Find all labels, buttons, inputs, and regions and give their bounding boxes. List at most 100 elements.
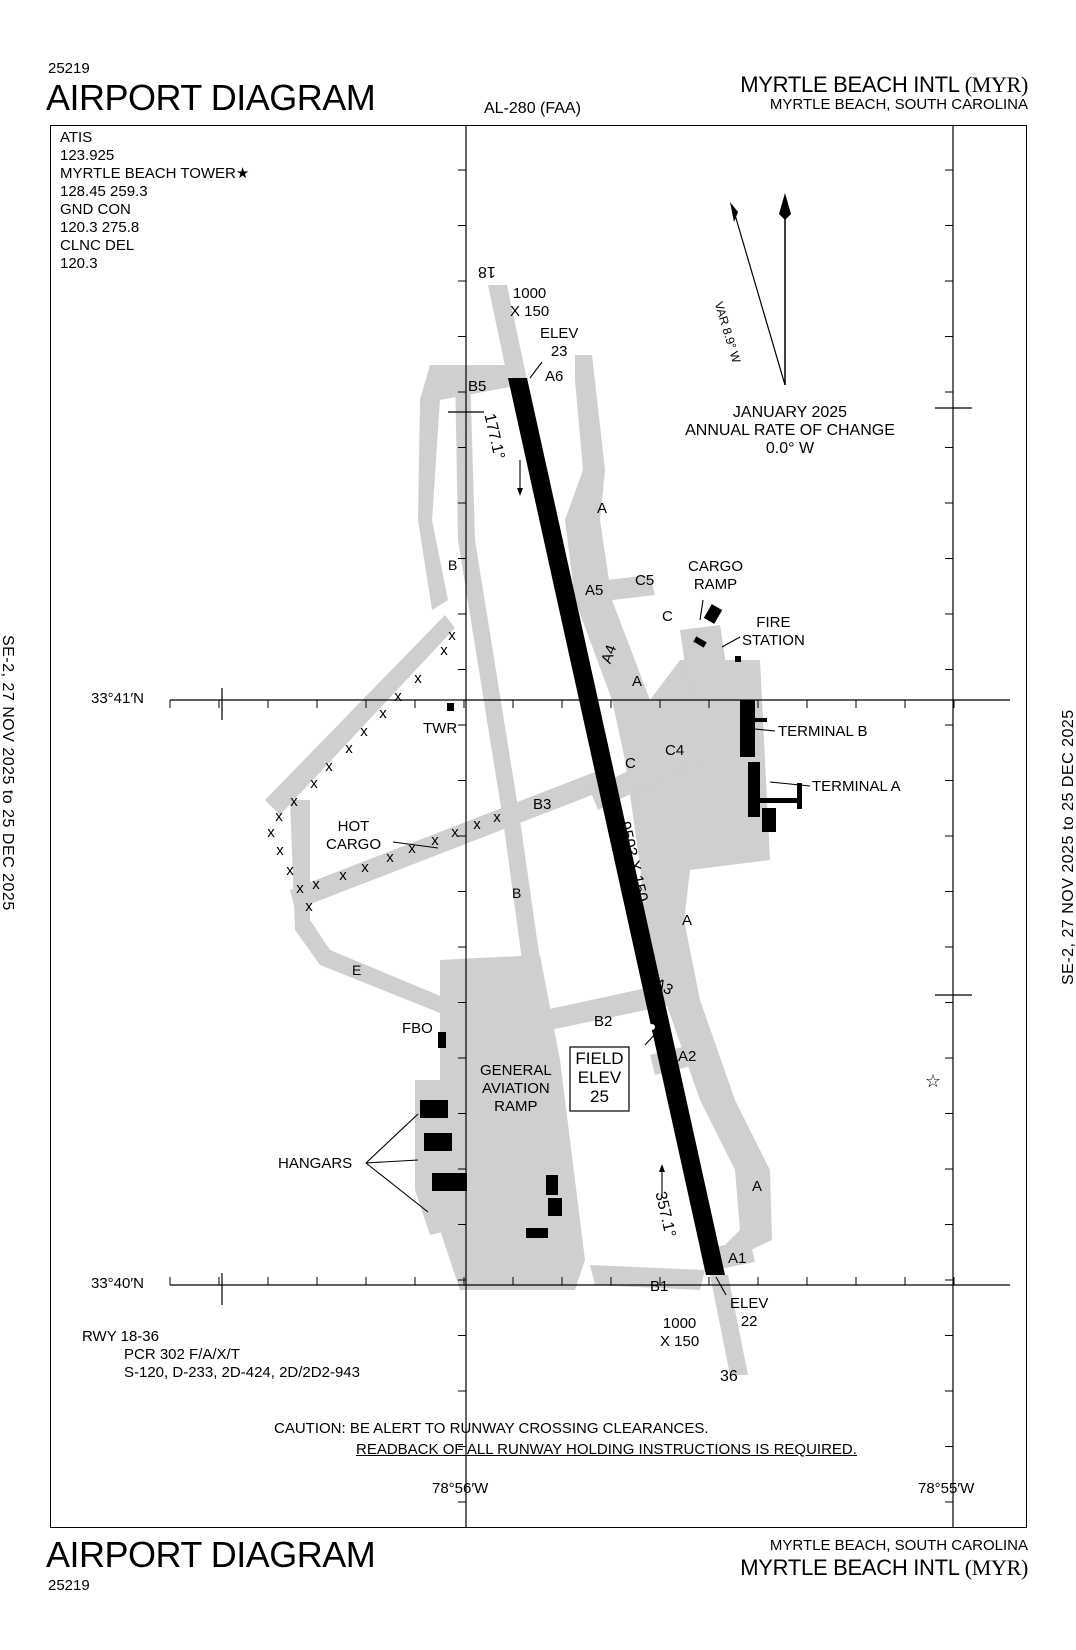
fire-station-label: FIRE STATION <box>742 614 805 650</box>
hangars-label: HANGARS <box>278 1155 353 1172</box>
taxiway-c-label-2: C <box>625 755 636 772</box>
runway-data-block: RWY 18-36 PCR 302 F/A/X/T S-120, D-233, … <box>82 1328 360 1382</box>
south-elev-value: 22 <box>740 1313 758 1330</box>
cargo-ramp-label: CARGO RAMP <box>688 558 743 594</box>
svg-text:x: x <box>473 816 481 833</box>
taxiway-b3 <box>290 770 605 910</box>
hangar-2 <box>424 1133 452 1151</box>
terminal-b-label: TERMINAL B <box>778 723 868 740</box>
taxiway-a-label-1: A <box>597 500 608 517</box>
hot-cargo-line2: CARGO <box>326 836 382 853</box>
lat-south: 33°40′N <box>91 1275 145 1292</box>
gnd-label: GND CON <box>60 201 131 218</box>
tower-label: TWR <box>423 720 458 737</box>
runway-18-36 <box>508 378 725 1275</box>
beacon-star-icon: ☆ <box>925 1071 941 1091</box>
atis-freq: 123.925 <box>60 147 115 164</box>
cargo-ramp-line2: RAMP <box>693 576 738 593</box>
north-elev: ELEV 23 <box>540 325 578 361</box>
fire-station-line2: STATION <box>742 632 805 649</box>
svg-text:x: x <box>448 627 456 644</box>
chart-title-top: AIRPORT DIAGRAM <box>46 77 376 118</box>
taxiway-a5 <box>565 575 655 605</box>
taxiway-a2-label: A2 <box>678 1048 697 1065</box>
taxiway-b1-label: B1 <box>650 1278 669 1295</box>
atis-label: ATIS <box>60 129 93 146</box>
svg-text:x: x <box>360 723 368 740</box>
gnd-freq: 120.3 275.8 <box>60 219 140 236</box>
hot-cargo-label: HOT CARGO <box>326 818 381 854</box>
mag-info: JANUARY 2025 ANNUAL RATE OF CHANGE 0.0° … <box>640 404 940 458</box>
south-elev-label: ELEV <box>730 1295 769 1312</box>
clnc-freq: 120.3 <box>60 255 98 272</box>
lon-west: 78°56′W <box>432 1480 489 1497</box>
lon-east: 78°55′W <box>918 1480 975 1497</box>
lat-north: 33°41′N <box>91 690 145 707</box>
runway-36-label: 36 <box>720 1368 738 1385</box>
svg-text:x: x <box>345 740 353 757</box>
ga-ramp-line1: GENERAL <box>480 1062 552 1079</box>
terminal-a-wing <box>797 783 802 809</box>
terminal-b-building <box>740 700 755 757</box>
mag-rate-label: ANNUAL RATE OF CHANGE <box>685 422 895 439</box>
airport-ident-bottom: (MYR) <box>964 1555 1029 1580</box>
terminal-a-concourse <box>755 798 797 803</box>
svg-text:x: x <box>286 862 294 879</box>
ga-ramp <box>440 955 585 1290</box>
hangar-annex <box>440 1180 452 1188</box>
svg-text:x: x <box>408 840 416 857</box>
taxiway-a <box>565 355 772 1260</box>
ga-ramp-label: GENERAL AVIATION RAMP <box>480 1062 552 1116</box>
terminal-b-jetway <box>755 718 767 722</box>
taxiway-b-label-2: B <box>512 885 522 901</box>
north-overrun <box>488 285 527 380</box>
airport-name-text-bottom: MYRTLE BEACH INTL <box>740 1555 959 1580</box>
svg-text:x: x <box>312 876 320 893</box>
svg-text:x: x <box>267 824 275 841</box>
taxiway-a6-label: A6 <box>545 368 564 385</box>
svg-text:x: x <box>325 758 333 775</box>
ga-hangar-2 <box>548 1198 562 1216</box>
caution-line2: READBACK OF ALL RUNWAY HOLDING INSTRUCTI… <box>356 1441 857 1458</box>
arrowhead-357 <box>659 1164 665 1172</box>
south-overrun-label: 1000 X 150 <box>660 1315 699 1351</box>
hangar-area <box>415 1080 450 1235</box>
ga-ramp-line2: AVIATION <box>481 1080 550 1097</box>
svg-text:x: x <box>440 642 448 659</box>
chart-title-bottom: AIRPORT DIAGRAM <box>46 1534 376 1575</box>
caution-line1: CAUTION: BE ALERT TO RUNWAY CROSSING CLE… <box>274 1420 709 1437</box>
svg-text:x: x <box>493 809 501 826</box>
svg-text:x: x <box>275 808 283 825</box>
south-overrun-width: X 150 <box>660 1333 700 1350</box>
taxiway-b3-label: B3 <box>533 796 552 813</box>
north-arrow <box>730 193 791 386</box>
taxiway-c4-label: C4 <box>665 742 685 759</box>
taxiway-b2-label: B2 <box>594 1013 613 1030</box>
svg-text:x: x <box>379 705 387 722</box>
pavement <box>265 285 772 1375</box>
taxiway-b2 <box>545 985 670 1030</box>
cargo-ramp-line1: CARGO <box>688 558 744 575</box>
label-leaders <box>365 361 811 1296</box>
svg-text:x: x <box>394 688 402 705</box>
taxiway-b5-loop <box>418 365 520 610</box>
arrowhead-177 <box>517 488 523 496</box>
svg-text:x: x <box>451 824 459 841</box>
north-overrun-label: 1000 X 150 <box>510 285 549 321</box>
tower-freq: 128.45 259.3 <box>60 183 148 200</box>
fire-station-building <box>693 636 707 648</box>
field-elev-line2: ELEV <box>577 1068 622 1087</box>
south-overrun-length: 1000 <box>662 1315 697 1332</box>
caution-note: CAUTION: BE ALERT TO RUNWAY CROSSING CLE… <box>274 1418 894 1460</box>
minute-ticks <box>169 169 955 1503</box>
field-elev-line1: FIELD <box>575 1049 624 1068</box>
hot-cargo-line1: HOT <box>337 818 370 835</box>
fire-station-annex <box>735 656 741 662</box>
closed-taxiway-nw <box>265 615 455 815</box>
terminal-a-annex <box>762 808 776 832</box>
mag-rate: 0.0° W <box>765 440 815 457</box>
airport-location-bottom: MYRTLE BEACH, SOUTH CAROLINA <box>769 1537 1028 1554</box>
north-elev-value: 23 <box>550 343 568 360</box>
buildings <box>420 604 802 1238</box>
